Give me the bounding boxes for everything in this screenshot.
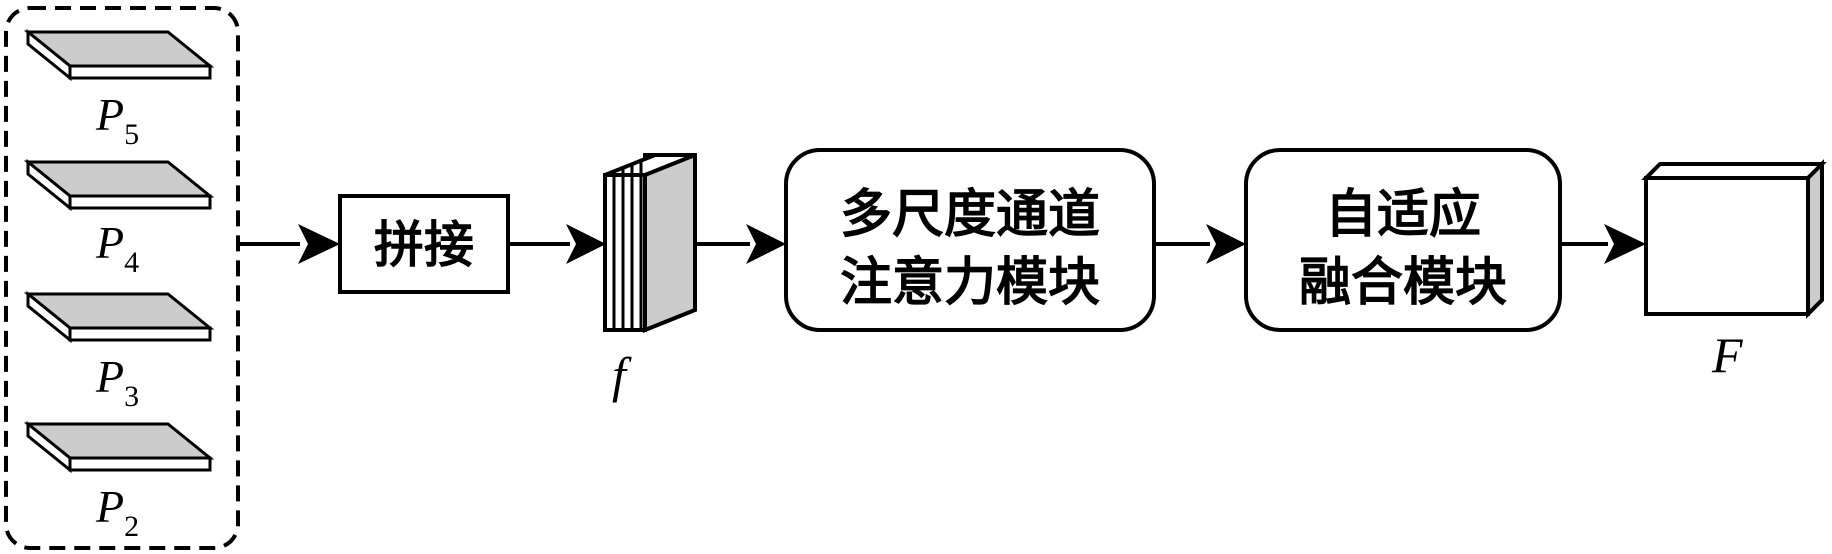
output-label: F	[1711, 327, 1743, 383]
layer-p3: P3	[23, 290, 215, 413]
layer-p4-label: P4	[95, 217, 139, 279]
output-block-f: F	[1641, 159, 1827, 383]
arrow-feature-to-msca	[697, 224, 786, 264]
afm-module-box: 自适应 融合模块	[1244, 148, 1562, 332]
arrow-group-to-concat	[240, 224, 340, 264]
afm-line1: 自适应	[1325, 185, 1481, 245]
layer-p5-label: P5	[95, 89, 139, 151]
arrow-afm-to-output	[1560, 224, 1646, 264]
concat-label: 拼接	[374, 216, 474, 274]
layer-p2-label: P2	[95, 481, 139, 543]
feature-stack-f: f	[603, 153, 697, 403]
arrow-msca-to-afm	[1154, 224, 1246, 264]
layer-p2: P2	[23, 420, 215, 543]
layer-p3-label: P3	[95, 351, 139, 413]
msca-line2: 注意力模块	[840, 253, 1100, 313]
concat-box: 拼接	[338, 194, 510, 294]
layer-p5: P5	[23, 28, 215, 151]
afm-line2: 融合模块	[1299, 253, 1507, 313]
arrow-concat-to-feature	[508, 224, 606, 264]
feature-label: f	[612, 347, 632, 403]
layer-p4: P4	[23, 158, 215, 279]
msca-line1: 多尺度通道	[840, 185, 1100, 245]
msca-module-box: 多尺度通道 注意力模块	[784, 148, 1156, 332]
